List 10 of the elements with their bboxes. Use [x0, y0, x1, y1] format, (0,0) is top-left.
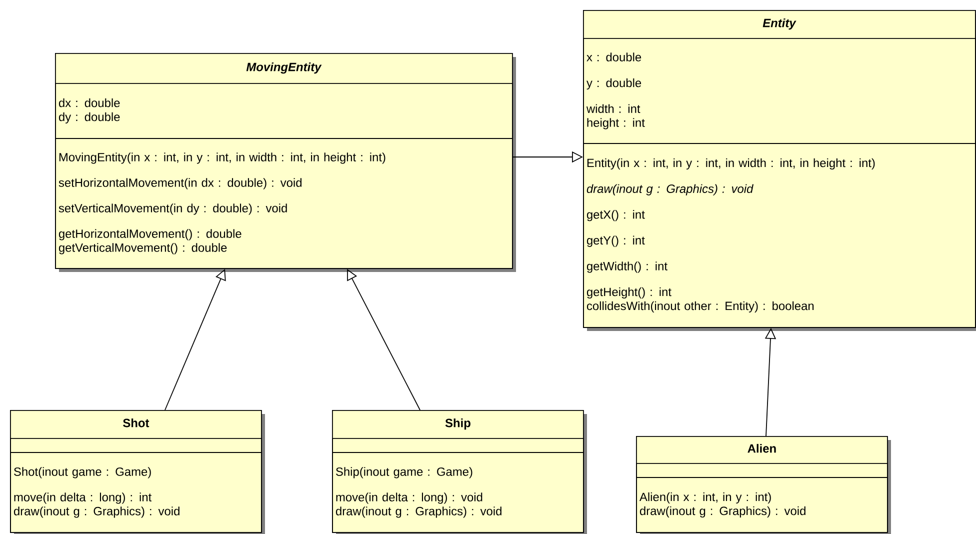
attribute-compartment: [10, 438, 262, 453]
attribute-compartment: dx : double dy : double: [55, 83, 513, 139]
operation-compartment: Alien(in x : int, in y : int) draw(inout g : Graphics) : void: [636, 477, 888, 533]
attribute-compartment: [636, 463, 888, 478]
operation-compartment: Shot(inout game : Game) move(in delta : long) : int draw(inout g : Graphics) : void: [10, 452, 262, 533]
operation-compartment: Ship(inout game : Game) move(in delta : long) : void draw(inout g : Graphics) : void: [332, 452, 584, 533]
operation-compartment: Entity(in x : int, in y : int, in width : int, in height : int) draw(inout g : Graphics) : void getX() : int getY() : int getWidth() : int getHeight() : int collidesWith(inout other : Entity) : boolean: [583, 143, 976, 328]
operation-compartment: MovingEntity(in x : int, in y : int, in width : int, in height : int) setHorizontalMovement(in dx : double) : void setVerticalMovement(in dy : double) : void getHorizontalMovement() : double getVerticalMovement() : double: [55, 138, 513, 269]
attribute-compartment: x : double y : double width : int height : int: [583, 38, 976, 144]
attribute-compartment: [332, 438, 584, 453]
